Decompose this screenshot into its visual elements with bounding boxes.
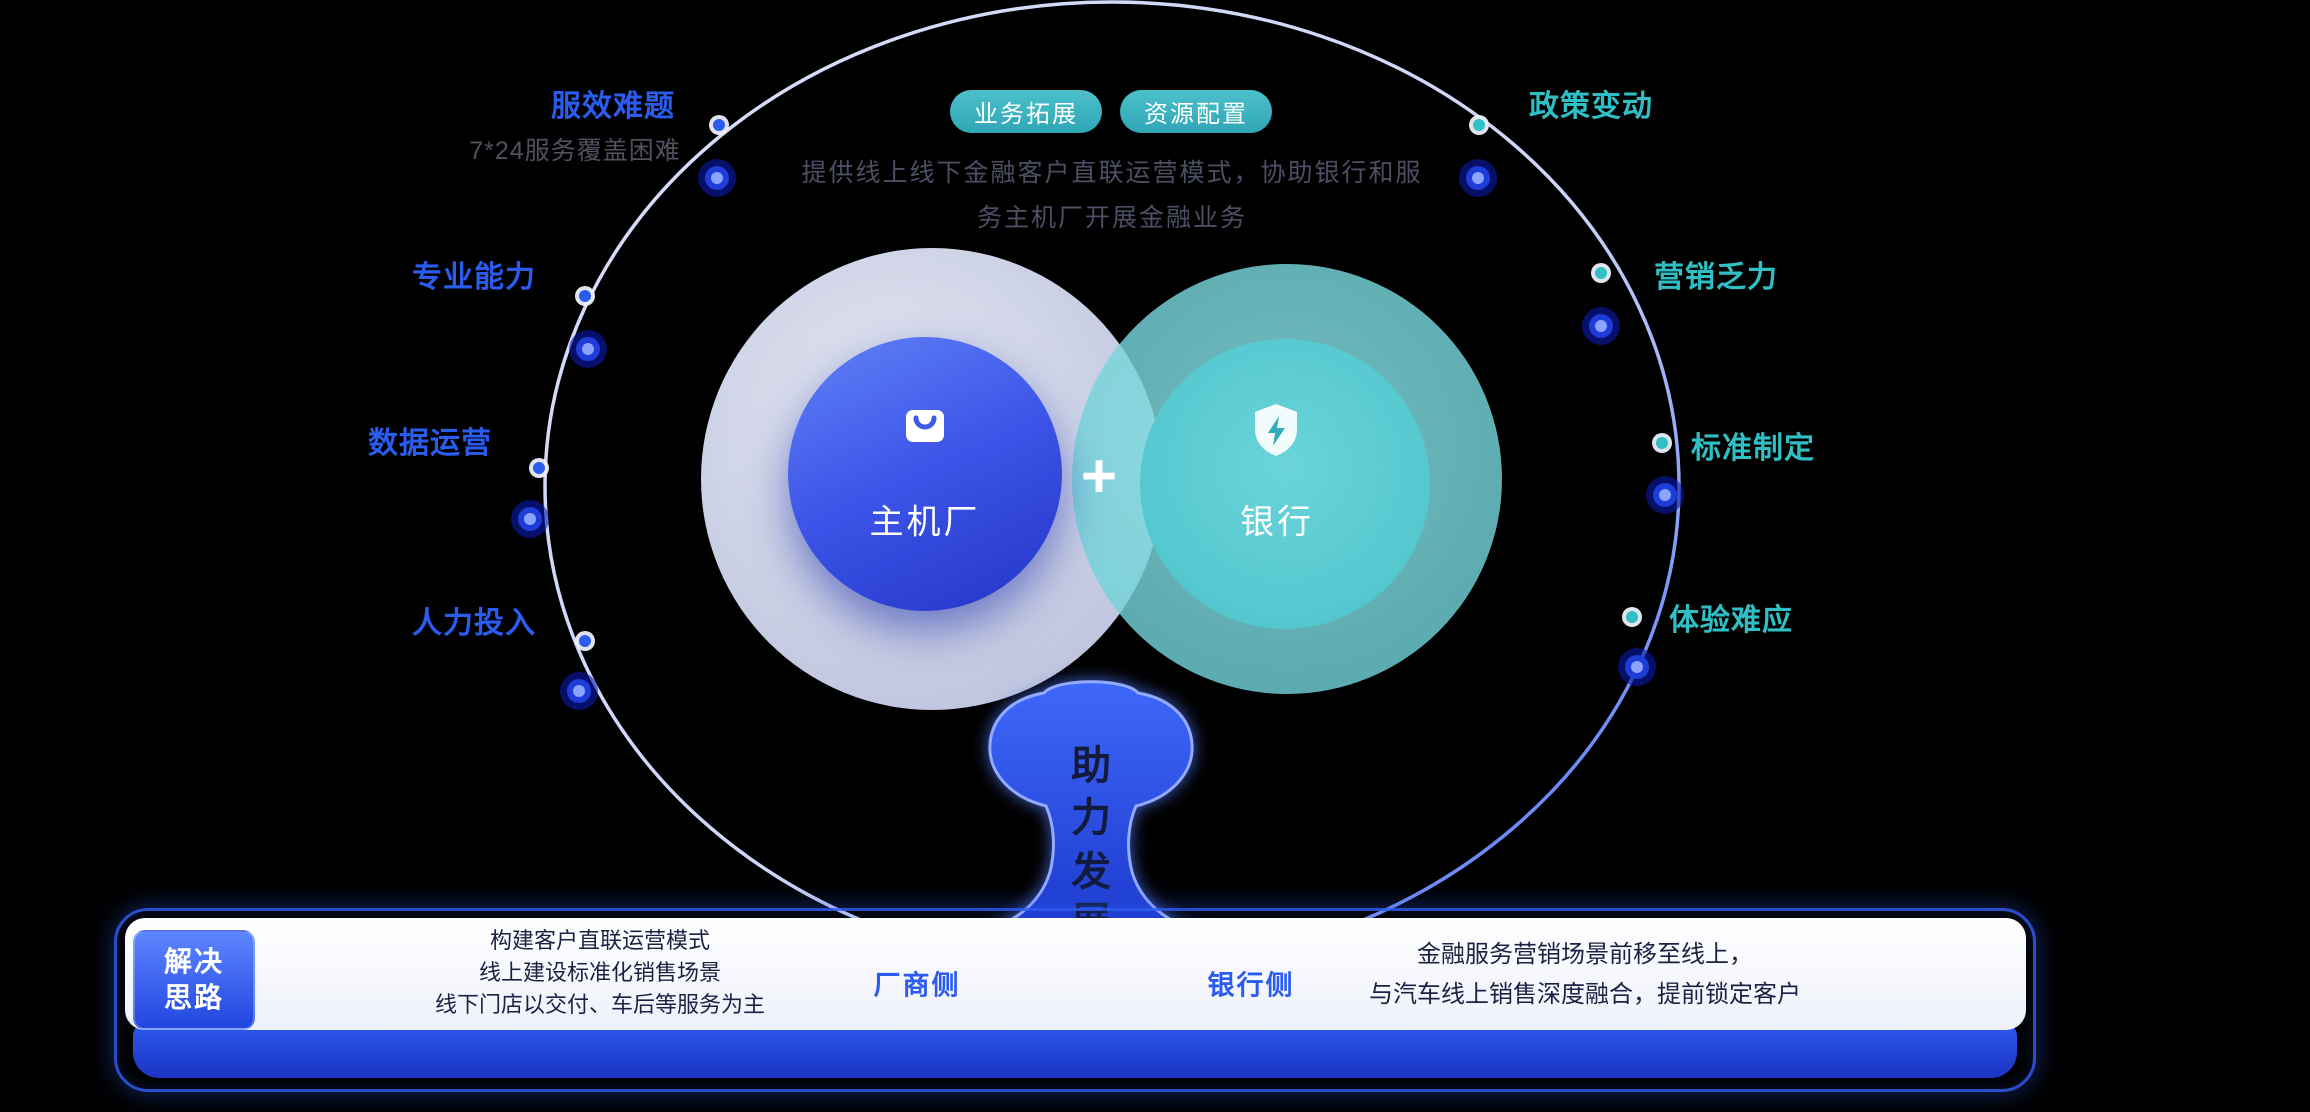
solution-badge: 解决 思路 [133, 930, 255, 1030]
ring-node-policy [1469, 115, 1489, 135]
bank-circle [1140, 339, 1430, 629]
solution-bar-base [133, 1022, 2017, 1078]
bank-side-label: 银行侧 [1207, 970, 1295, 1001]
tag-pill-business: 业务拓展 [950, 90, 1102, 133]
pain-label-service-issue: 服效难题 [551, 90, 675, 123]
ring-node-experience [1622, 607, 1642, 627]
plus-sign: + [1080, 442, 1118, 511]
tree-text-char: 助 [1071, 744, 1111, 788]
tree-text-char: 力 [1071, 796, 1111, 840]
pain-label-experience: 体验难应 [1669, 604, 1793, 637]
pain-label-manpower: 人力投入 [412, 607, 536, 640]
ring-node-data-ops [529, 458, 549, 478]
solution-badge-line1: 解决 [163, 946, 224, 977]
ring-node-standard [1652, 433, 1672, 453]
description-line-2: 务主机厂开展金融业务 [976, 204, 1248, 232]
pain-label-standard: 标准制定 [1691, 432, 1815, 465]
pain-label-data-ops: 数据运营 [368, 427, 492, 460]
pain-label-professional: 专业能力 [412, 261, 536, 294]
ring-node-marketing [1591, 263, 1611, 283]
manufacturer-solution-line3: 线下门店以交付、车后等服务为主 [434, 992, 766, 1017]
shield-bolt-icon [1255, 404, 1297, 456]
pain-label-marketing: 营销乏力 [1654, 261, 1778, 294]
description-line-1: 提供线上线下金融客户直联运营模式，协助银行和服 [801, 159, 1423, 187]
bank-label: 银行 [1240, 503, 1314, 542]
bank-solution-lines: 金融服务营销场景前移至线上， 与汽车线上销售深度融合，提前锁定客户 [1369, 935, 1801, 1015]
shopping-bag-icon [906, 410, 944, 442]
bank-solution-line1: 金融服务营销场景前移至线上， [1417, 941, 1753, 968]
manufacturer-solution-lines: 构建客户直联运营模式 线上建设标准化销售场景 线下门店以交付、车后等服务为主 [435, 925, 765, 1021]
manufacturer-solution-line2: 线上建设标准化销售场景 [478, 960, 722, 985]
manufacturer-side-label: 厂商侧 [873, 970, 961, 1001]
tag-pill-resource: 资源配置 [1120, 90, 1272, 133]
ring-node-service-issue [709, 115, 729, 135]
pain-sub-service-issue: 7*24服务覆盖困难 [469, 137, 681, 165]
ring-node-manpower [575, 631, 595, 651]
bank-solution-line2: 与汽车线上销售深度融合，提前锁定客户 [1369, 981, 1801, 1008]
manufacturer-solution-line1: 构建客户直联运营模式 [489, 928, 711, 953]
pain-label-policy: 政策变动 [1529, 90, 1653, 123]
ring-node-professional [575, 286, 595, 306]
solution-badge-line2: 思路 [163, 982, 224, 1013]
manufacturer-circle [788, 337, 1062, 611]
manufacturer-label: 主机厂 [869, 503, 981, 542]
